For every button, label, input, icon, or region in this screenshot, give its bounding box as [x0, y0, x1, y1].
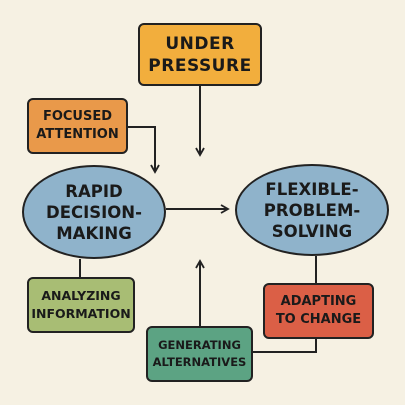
- focused-attention-line: ATTENTION: [36, 127, 119, 142]
- flexible-problem-solving-ellipse: FLEXIBLE- PROBLEM- SOLVING: [235, 164, 389, 256]
- under-pressure-box: UNDER PRESSURE: [138, 23, 262, 86]
- adapting-to-change-text: ADAPTING TO CHANGE: [276, 293, 361, 329]
- analyzing-information-box: ANALYZING INFORMATION: [27, 277, 135, 333]
- arrow-focused-attention-to-rapid: [128, 126, 160, 174]
- adapting-to-change-box: ADAPTING TO CHANGE: [263, 283, 374, 339]
- generating-alternatives-line: GENERATING: [158, 338, 241, 352]
- flexible-problem-solving-line: PROBLEM-: [263, 200, 361, 220]
- generating-alternatives-line: ALTERNATIVES: [152, 355, 247, 369]
- rapid-decision-making-text: RAPID DECISION- MAKING: [46, 181, 142, 244]
- generating-alternatives-box: GENERATING ALTERNATIVES: [146, 326, 253, 382]
- adapting-to-change-line: TO CHANGE: [275, 312, 362, 327]
- connector-adapting-to-generating: [253, 339, 317, 353]
- flexible-problem-solving-text: FLEXIBLE- PROBLEM- SOLVING: [264, 179, 360, 242]
- focused-attention-text: FOCUSED ATTENTION: [36, 108, 118, 144]
- adapting-to-change-line: ADAPTING: [280, 294, 357, 309]
- rapid-decision-making-ellipse: RAPID DECISION- MAKING: [22, 165, 166, 259]
- analyzing-information-text: ANALYZING INFORMATION: [31, 287, 130, 323]
- under-pressure-line: UNDER: [165, 33, 235, 54]
- flexible-problem-solving-line: FLEXIBLE-: [265, 179, 359, 199]
- under-pressure-line: PRESSURE: [148, 55, 252, 76]
- analyzing-information-line: ANALYZING: [41, 288, 121, 303]
- flexible-problem-solving-line: SOLVING: [271, 221, 353, 241]
- rapid-decision-making-line: RAPID: [65, 181, 123, 201]
- analyzing-information-line: INFORMATION: [31, 306, 131, 321]
- rapid-decision-making-line: MAKING: [56, 223, 132, 243]
- generating-alternatives-text: GENERATING ALTERNATIVES: [153, 337, 247, 371]
- under-pressure-text: UNDER PRESSURE: [148, 33, 251, 77]
- focused-attention-box: FOCUSED ATTENTION: [27, 98, 128, 154]
- rapid-decision-making-line: DECISION-: [46, 202, 142, 222]
- focused-attention-line: FOCUSED: [42, 109, 113, 124]
